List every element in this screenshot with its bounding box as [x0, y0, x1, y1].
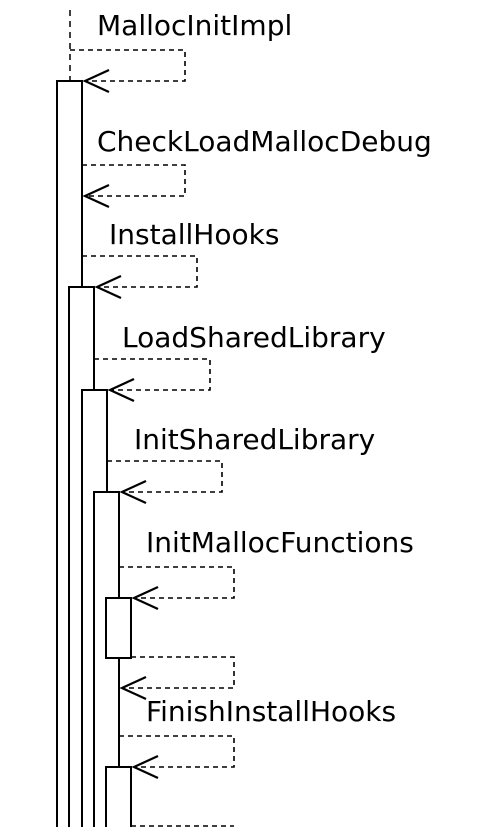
message-check-load-malloc-debug: CheckLoadMallocDebug: [82, 125, 432, 208]
message-label: CheckLoadMallocDebug: [97, 125, 432, 158]
arrowhead: [82, 69, 110, 93]
arrowhead: [131, 586, 159, 610]
message-line: [122, 656, 235, 689]
message-label: MallocInitImpl: [97, 9, 292, 42]
message-line: [70, 49, 186, 82]
message-label: InstallHooks: [109, 218, 279, 251]
message-load-shared-library: LoadSharedLibrary: [94, 321, 386, 402]
message-init-shared-library: InitSharedLibrary: [107, 423, 375, 504]
arrowhead: [131, 755, 159, 779]
arrowhead: [107, 378, 135, 402]
message-install-hooks: InstallHooks: [82, 218, 279, 299]
message-line: [119, 735, 235, 768]
message-label: InitSharedLibrary: [134, 423, 375, 456]
message-line: [107, 460, 223, 493]
message-finish-install-hooks: FinishInstallHooks: [119, 695, 396, 779]
arrowhead: [82, 184, 110, 208]
message-label: FinishInstallHooks: [146, 695, 396, 728]
message-init-malloc-functions: InitMallocFunctions: [119, 526, 414, 610]
message-line: [82, 164, 186, 197]
message-return-init-malloc-functions: [119, 656, 235, 700]
activation-bar-5: [105, 597, 132, 659]
message-label: LoadSharedLibrary: [122, 321, 386, 354]
arrowhead: [119, 480, 147, 504]
message-malloc-init-impl: MallocInitImpl: [70, 9, 292, 93]
message-label: InitMallocFunctions: [146, 526, 414, 559]
activation-bar-6: [105, 766, 132, 827]
message-line: [119, 566, 235, 599]
arrowhead: [94, 275, 122, 299]
message-line: [94, 358, 211, 391]
arrowhead: [119, 676, 147, 700]
activation-bars: [56, 80, 132, 827]
message-line: [82, 255, 198, 288]
